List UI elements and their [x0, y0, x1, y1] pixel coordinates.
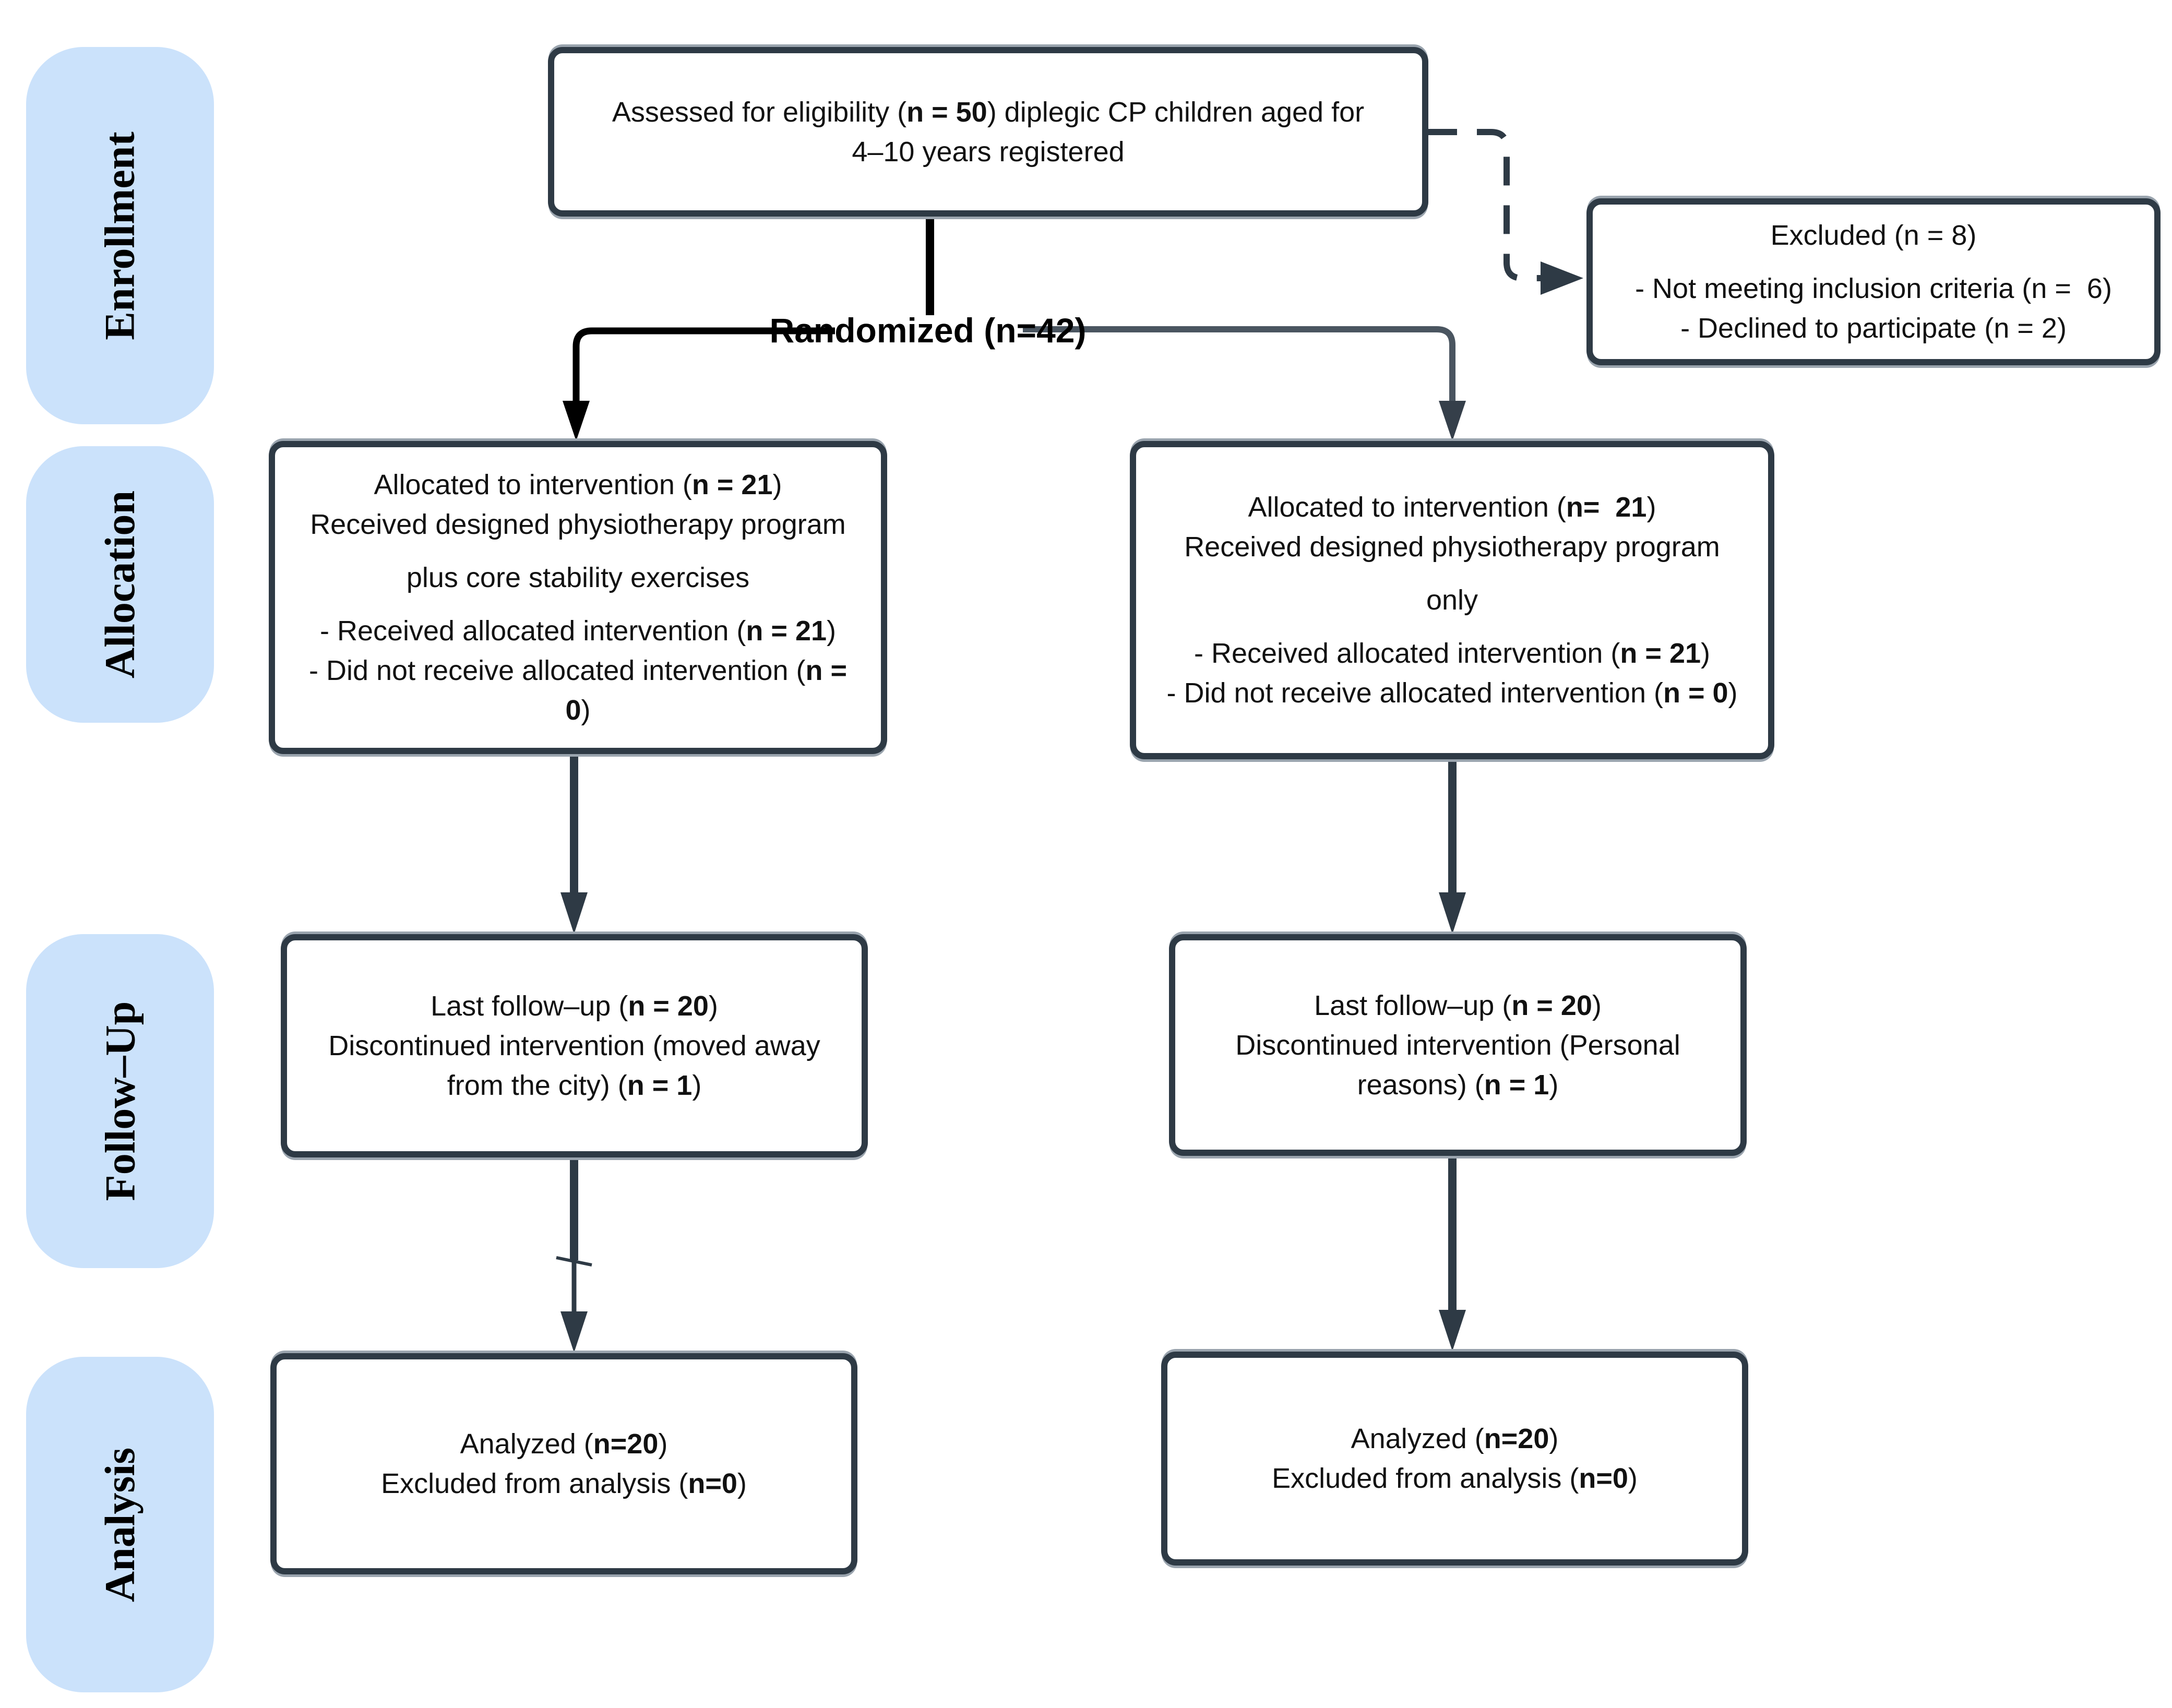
- stage-label-allocation: Allocation: [96, 491, 144, 678]
- box-analysis-right: Analyzed (n=20)Excluded from analysis (n…: [1161, 1352, 1748, 1566]
- box-analysis-left-text: Analyzed (n=20)Excluded from analysis (n…: [381, 1428, 747, 1499]
- box-allocation-intervention-left: Allocated to intervention (n = 21)Receiv…: [269, 441, 887, 754]
- stage-label-analysis: Analysis: [96, 1447, 144, 1602]
- stage-pill-followup: Follow–Up: [26, 934, 214, 1268]
- branch-left-arrowhead-icon: [563, 401, 590, 441]
- box-excluded: Excluded (n = 8)- Not meeting inclusion …: [1586, 198, 2161, 365]
- box-followup-left-text: Last follow–up (n = 20)Discontinued inte…: [328, 990, 820, 1101]
- stage-pill-enrollment: Enrollment: [26, 47, 214, 424]
- box-allocation-intervention-right: Allocated to intervention (n= 21)Receive…: [1130, 441, 1774, 759]
- arrow-allocation-followup-right-head-icon: [1439, 892, 1466, 934]
- branch-right-arrowhead-icon: [1439, 401, 1466, 441]
- box-assessed-text: Assessed for eligibility (n = 50) dipleg…: [612, 96, 1365, 168]
- stage-label-enrollment: Enrollment: [96, 131, 144, 340]
- randomized-label: Randomized (n=42): [769, 311, 1087, 350]
- arrow-allocation-followup-left-head-icon: [560, 892, 588, 934]
- box-analysis-right-text: Analyzed (n=20)Excluded from analysis (n…: [1272, 1423, 1638, 1494]
- box-analysis-left: Analyzed (n=20)Excluded from analysis (n…: [270, 1353, 857, 1574]
- arrow-followup-analysis-right-head-icon: [1439, 1310, 1466, 1351]
- arrow-followup-analysis-left-head-icon: [560, 1311, 588, 1353]
- stage-label-followup: Follow–Up: [96, 1001, 144, 1201]
- box-followup-right: Last follow–up (n = 20)Discontinued inte…: [1169, 934, 1747, 1156]
- line-joint-tick: [556, 1256, 592, 1267]
- box-assessed-for-eligibility: Assessed for eligibility (n = 50) dipleg…: [548, 47, 1428, 217]
- stage-pill-allocation: Allocation: [26, 446, 214, 723]
- box-excluded-text: Excluded (n = 8)- Not meeting inclusion …: [1635, 220, 2112, 344]
- box-followup-right-text: Last follow–up (n = 20)Discontinued inte…: [1235, 989, 1680, 1101]
- dashed-exclusion-line: [1428, 129, 1541, 281]
- box-followup-left: Last follow–up (n = 20)Discontinued inte…: [281, 934, 868, 1157]
- stage-pill-analysis: Analysis: [26, 1357, 214, 1692]
- dashed-exclusion-arrowhead-icon: [1541, 261, 1583, 295]
- box-allocation-left-text: Allocated to intervention (n = 21)Receiv…: [308, 469, 848, 726]
- box-allocation-right-text: Allocated to intervention (n= 21)Receive…: [1166, 492, 1738, 709]
